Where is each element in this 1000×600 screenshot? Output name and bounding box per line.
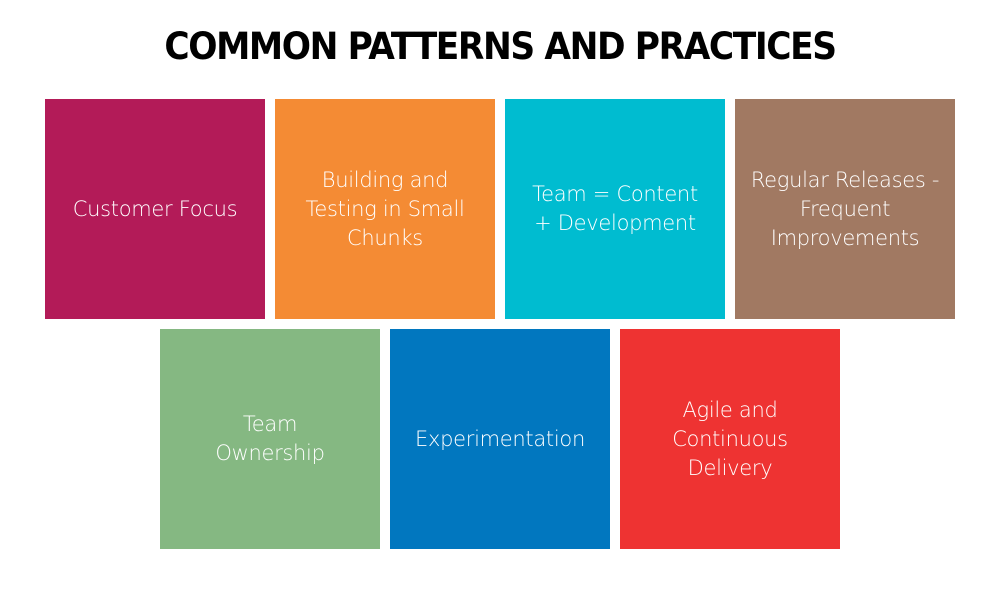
tile-agile-continuous-delivery: Agile and Continuous Delivery: [620, 329, 840, 549]
tile-team-content-development: Team = Content + Development: [505, 99, 725, 319]
tile-label: Agile and Continuous Delivery: [672, 397, 788, 480]
tile-regular-releases: Regular Releases - Frequent Improvements: [735, 99, 955, 319]
page-title: COMMON PATTERNS AND PRACTICES: [164, 25, 837, 68]
tile-team-ownership: Team Ownership: [160, 329, 380, 549]
tile-customer-focus: Customer Focus: [45, 99, 265, 319]
tile-label: Building and Testing in Small Chunks: [305, 167, 465, 250]
tile-experimentation: Experimentation: [390, 329, 610, 549]
tile-label: Experimentation: [415, 426, 585, 451]
tile-label: Customer Focus: [72, 196, 238, 221]
tile-label: Team = Content + Development: [532, 182, 698, 235]
tile-label: Team Ownership: [215, 412, 325, 465]
tile-label: Regular Releases - Frequent Improvements: [750, 167, 940, 250]
tile-building-testing: Building and Testing in Small Chunks: [275, 99, 495, 319]
